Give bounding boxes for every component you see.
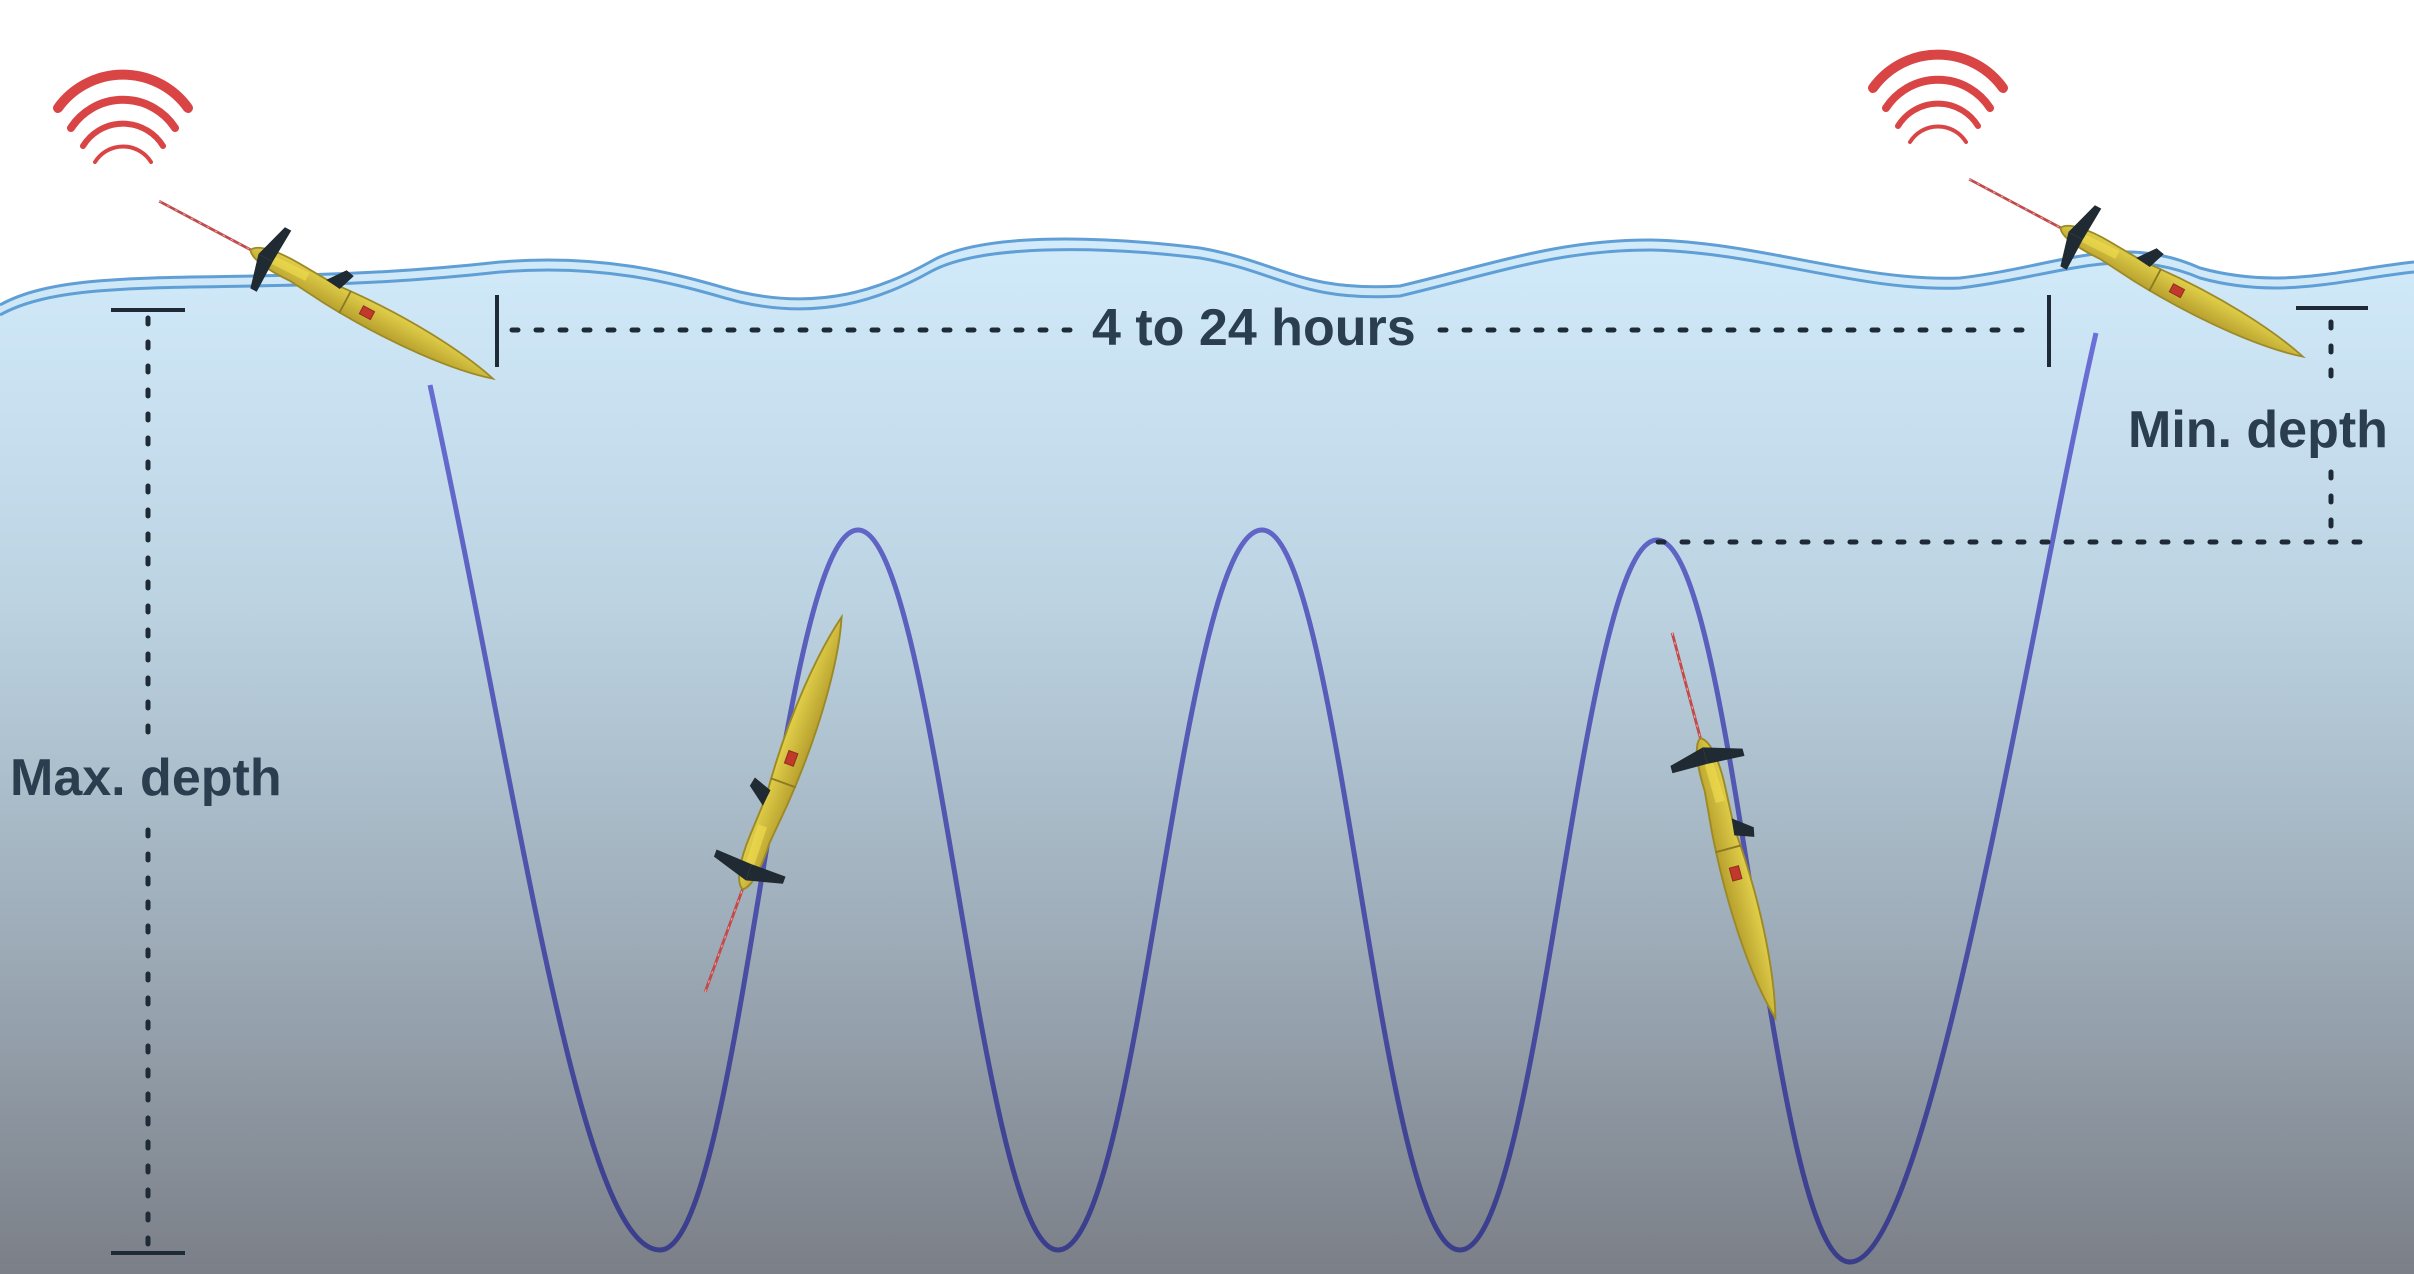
water-body	[0, 239, 2414, 1274]
wave-line-outer	[0, 237, 2414, 307]
duration-label: 4 to 24 hours	[1092, 299, 1416, 357]
min-depth-marker	[1655, 306, 2368, 545]
dive-trajectory	[427, 332, 2099, 1265]
min-depth-label: Min. depth	[2128, 401, 2388, 459]
max-depth-marker	[111, 308, 185, 1255]
max-depth-label: Max. depth	[10, 749, 282, 807]
wave-line-inner	[0, 248, 2414, 317]
duration-marker	[495, 295, 2051, 367]
